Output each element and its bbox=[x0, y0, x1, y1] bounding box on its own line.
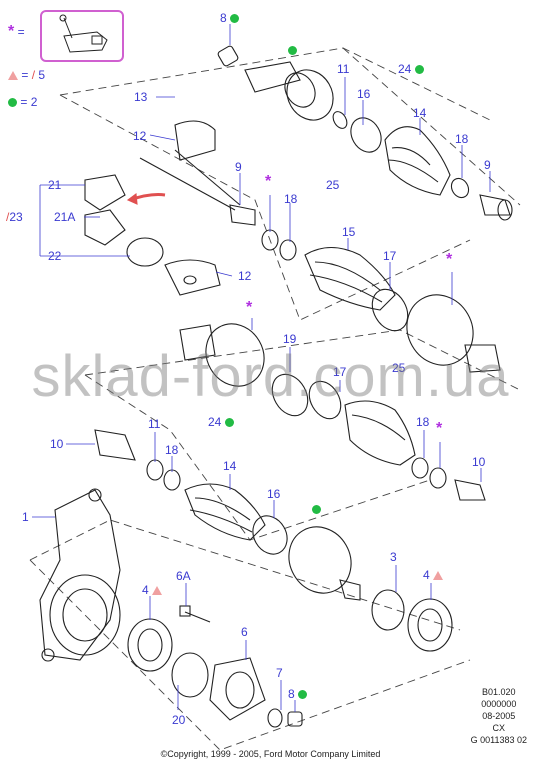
callout-25-lower: 25 bbox=[392, 361, 406, 375]
wheel-hub bbox=[171, 652, 266, 721]
callout-4-left: 4 bbox=[142, 584, 163, 596]
legend-illustration-box bbox=[40, 10, 124, 62]
callout-6: 6 bbox=[241, 625, 248, 639]
callout-22: 22 bbox=[48, 249, 62, 263]
star-icon: * bbox=[246, 299, 253, 316]
star-icon: * bbox=[436, 420, 443, 437]
green-dot-cv-top bbox=[288, 44, 297, 56]
watermark-text: sklad-ford.com.ua bbox=[31, 344, 510, 409]
callout-12-bottom: 12 bbox=[238, 269, 252, 283]
callout-25-top: 25 bbox=[326, 178, 340, 192]
callout-13: 13 bbox=[134, 90, 148, 104]
star-icon: * bbox=[265, 173, 272, 190]
callout-16-lower: 16 bbox=[267, 487, 281, 501]
green-dot-icon bbox=[414, 65, 424, 75]
legend-dot-eq: = bbox=[20, 95, 28, 109]
callout-6A: 6A bbox=[176, 569, 191, 583]
callout-19: 19 bbox=[283, 332, 297, 346]
upper-outer-cv-joint bbox=[217, 45, 334, 121]
green-dot-cv-lower bbox=[312, 503, 321, 515]
star-lower-right: * bbox=[436, 420, 443, 437]
star-icon: * bbox=[446, 251, 453, 268]
callout-16-top: 16 bbox=[357, 87, 371, 101]
middle-boot bbox=[304, 246, 396, 311]
legend-star-row: * = bbox=[8, 23, 25, 40]
callout-8-bottom: 8 bbox=[288, 688, 308, 700]
callout-4-right: 4 bbox=[423, 569, 444, 581]
legend-dot-value: 2 bbox=[30, 95, 38, 109]
lower-boot bbox=[184, 483, 266, 541]
green-dot-icon bbox=[230, 14, 240, 24]
diagram-info-block: B01.020 0000000 08-2005 CX G 0011383 02 bbox=[471, 686, 527, 746]
callout-24-lower: 24 bbox=[208, 416, 234, 428]
info-line-3: 08-2005 bbox=[482, 711, 516, 721]
callout-14-top: 14 bbox=[413, 106, 427, 120]
info-line-2: 0000000 bbox=[481, 699, 517, 709]
green-dot-icon bbox=[224, 418, 234, 428]
callout-11-top: 11 bbox=[337, 62, 350, 76]
callout-21: 21 bbox=[48, 178, 62, 192]
middle-left-joint bbox=[179, 323, 309, 417]
callout-7: 7 bbox=[276, 666, 283, 680]
upper-right-stub bbox=[479, 194, 513, 221]
callout-17-mid: 17 bbox=[383, 249, 397, 263]
legend-star-eq: = bbox=[17, 25, 25, 39]
callout-23: /23 bbox=[6, 210, 23, 224]
star-mid-left: * bbox=[265, 173, 272, 190]
triangle-icon bbox=[8, 71, 18, 81]
green-dot-icon bbox=[298, 690, 308, 700]
triangle-icon bbox=[433, 571, 444, 581]
green-dot-icon bbox=[8, 98, 17, 108]
callout-9-mid: 9 bbox=[235, 160, 242, 174]
info-line-4: CX bbox=[492, 723, 506, 733]
legend-triangle-row: = / 5 bbox=[8, 69, 45, 81]
legend-tri-eq: = bbox=[21, 68, 29, 82]
callout-15: 15 bbox=[342, 225, 356, 239]
legend-dot-row: = 2 bbox=[8, 96, 37, 108]
callout-9-right: 9 bbox=[484, 158, 491, 172]
upper-boot bbox=[332, 111, 451, 196]
callout-20: 20 bbox=[172, 713, 186, 727]
callout-3: 3 bbox=[390, 550, 397, 564]
star-joint-mid: * bbox=[246, 299, 253, 316]
star-right-mid: * bbox=[446, 251, 453, 268]
callout-18-top: 18 bbox=[455, 132, 469, 146]
lower-outer-cv-joint bbox=[288, 526, 361, 601]
lower-right-boot bbox=[344, 400, 416, 466]
callout-12-top: 12 bbox=[133, 129, 147, 143]
triangle-icon bbox=[152, 586, 163, 596]
green-dot-icon bbox=[312, 505, 321, 515]
steering-knuckle bbox=[39, 488, 121, 662]
callout-17-lower: 17 bbox=[333, 365, 347, 379]
slash-icon: / bbox=[31, 68, 36, 82]
callout-8-top: 8 bbox=[220, 12, 240, 24]
callout-14-lower: 14 bbox=[223, 459, 237, 473]
slash-icon: / bbox=[6, 210, 10, 224]
info-line-5: G 0011383 02 bbox=[470, 735, 527, 745]
gearshift-illustration-icon bbox=[59, 14, 108, 53]
callout-10-left: 10 bbox=[50, 437, 64, 451]
callout-1: 1 bbox=[22, 510, 29, 524]
copyright-text: ©Copyright, 1999 - 2005, Ford Motor Comp… bbox=[160, 749, 381, 759]
callout-10-right: 10 bbox=[472, 455, 486, 469]
info-line-1: B01.020 bbox=[482, 687, 516, 697]
legend-tri-value: 5 bbox=[38, 68, 46, 82]
tripod-housing bbox=[406, 294, 501, 373]
callout-24-top: 24 bbox=[398, 63, 424, 75]
callout-21A: 21A bbox=[54, 210, 76, 224]
callout-18-lower: 18 bbox=[165, 443, 179, 457]
green-dot-icon bbox=[288, 46, 297, 56]
star-icon: * bbox=[8, 23, 15, 40]
callout-18-lower-right: 18 bbox=[416, 415, 430, 429]
callout-11-lower: 11 bbox=[148, 417, 161, 431]
callout-18-mid: 18 bbox=[284, 192, 298, 206]
